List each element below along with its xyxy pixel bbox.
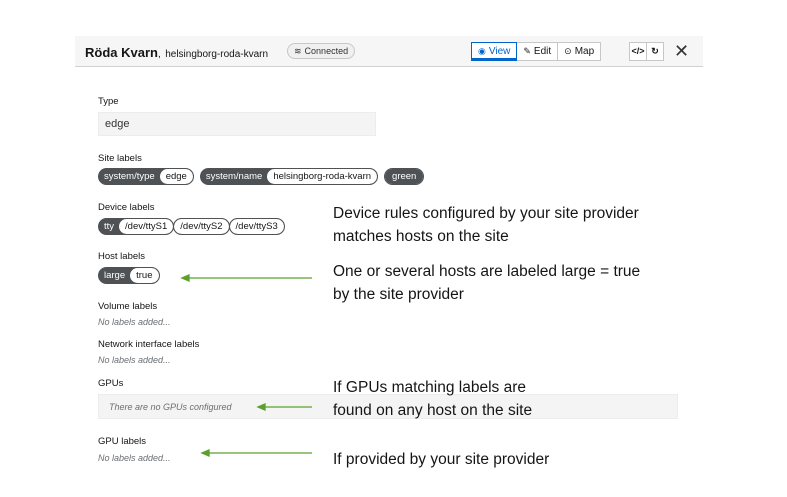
site-id: helsingborg-roda-kvarn	[165, 49, 269, 60]
annotation-gpus: If GPUs matching labels are found on any…	[333, 379, 533, 419]
label-chip: green	[384, 168, 425, 185]
volume-labels-empty: No labels added...	[98, 317, 171, 327]
network-labels-empty: No labels added...	[98, 355, 171, 365]
site-header: Röda Kvarn, helsingborg-roda-kvarn ≋Conn…	[75, 36, 703, 67]
page-title: Röda Kvarn, helsingborg-roda-kvarn	[85, 44, 268, 62]
site-name: Röda Kvarn	[85, 45, 158, 60]
label-chip: /dev/ttyS2	[173, 218, 230, 235]
action-icons: </> ↻	[629, 42, 664, 61]
close-icon[interactable]: ✕	[674, 41, 690, 61]
annotation-device-rules: Device rules configured by your site pro…	[333, 205, 639, 245]
type-value: edge	[98, 112, 376, 136]
arrow-head	[200, 449, 210, 457]
volume-labels-label: Volume labels	[98, 301, 158, 312]
status-badge: ≋Connected	[287, 43, 356, 59]
device-labels: tty/dev/ttyS1 /dev/ttyS2 /dev/ttyS3	[98, 218, 291, 235]
device-labels-label: Device labels	[98, 202, 155, 213]
refresh-icon[interactable]: ↻	[646, 42, 664, 61]
gpus-empty: There are no GPUs configured	[109, 402, 232, 412]
label-chip: tty/dev/ttyS1	[98, 218, 175, 235]
network-labels-label: Network interface labels	[98, 339, 200, 350]
edit-button[interactable]: ✎Edit	[516, 42, 559, 61]
arrow-head	[256, 403, 266, 411]
map-pin-icon: ⊙	[564, 46, 572, 56]
pencil-icon: ✎	[523, 46, 531, 56]
arrow-head	[180, 274, 190, 282]
gpus-label: GPUs	[98, 378, 124, 389]
site-labels-label: Site labels	[98, 153, 142, 164]
view-button[interactable]: ◉View	[471, 42, 518, 61]
annotation-host-labels: One or several hosts are labeled large =…	[333, 263, 641, 303]
view-mode-toggle: ◉View ✎Edit ⊙Map	[471, 42, 602, 61]
annotation-gpu-labels: If provided by your site provider	[333, 451, 550, 468]
map-button[interactable]: ⊙Map	[557, 42, 602, 61]
label-chip: /dev/ttyS3	[228, 218, 285, 235]
title-separator: ,	[157, 49, 161, 60]
host-labels-label: Host labels	[98, 251, 145, 262]
gpu-labels-label: GPU labels	[98, 436, 147, 447]
gpus-box: There are no GPUs configured	[98, 394, 678, 419]
gpu-labels-empty: No labels added...	[98, 453, 171, 463]
status-text: Connected	[304, 46, 349, 56]
eye-icon: ◉	[478, 46, 486, 56]
type-label: Type	[98, 96, 119, 107]
wifi-icon: ≋	[294, 46, 302, 56]
